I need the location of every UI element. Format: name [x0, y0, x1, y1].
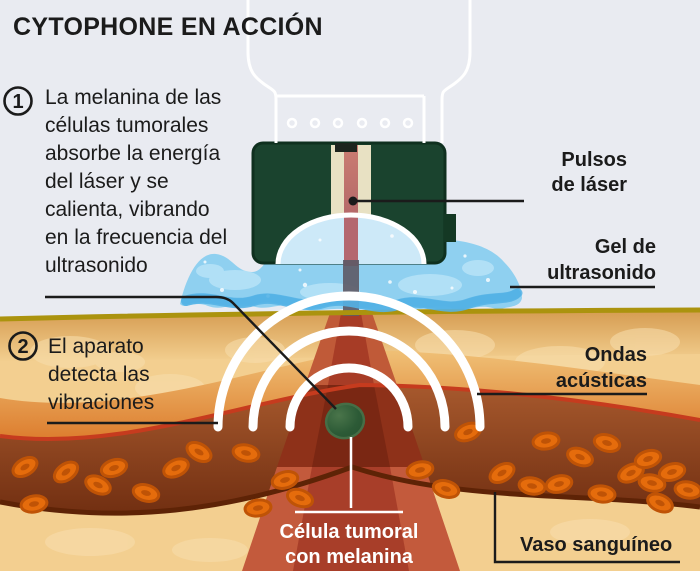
blood-cell	[405, 460, 435, 480]
blood-cell	[646, 492, 674, 514]
step-1-circle	[3, 86, 33, 116]
blood-cell	[673, 480, 700, 500]
beam-deep-inner	[293, 467, 409, 571]
label-waves: Ondas	[585, 344, 647, 366]
step-2-line: detecta las	[48, 363, 150, 386]
blood-cell	[231, 443, 261, 463]
label-tumor-cell: Célula tumoral	[280, 521, 419, 543]
blood-cell	[587, 484, 617, 504]
pointer-lines	[45, 199, 680, 564]
wave-arc	[285, 363, 413, 432]
blood-cell	[488, 462, 516, 484]
device-upper-outline	[246, 0, 472, 143]
blood-cell	[637, 473, 667, 493]
blood-cell	[431, 479, 461, 499]
blood-cell	[162, 457, 190, 479]
step-1-line: del láser y se	[45, 170, 169, 193]
blood-cell	[285, 487, 315, 509]
wave-arc	[213, 291, 485, 432]
vent-holes	[286, 117, 414, 129]
label-gel: Gel de	[595, 236, 656, 258]
step-1-line: absorbe la energía	[45, 142, 220, 165]
skin-blotches	[30, 328, 680, 562]
label-laser-pulses: de láser	[551, 174, 627, 196]
step-1: 1 La melanina de las células tumorales a…	[3, 86, 227, 277]
blood-cell	[544, 474, 574, 494]
blood-cell	[52, 460, 80, 484]
dome-rim	[275, 212, 427, 265]
pointer-tumor-cell	[295, 437, 403, 514]
vessel-top-edge	[0, 382, 700, 442]
tumor-cell	[324, 402, 366, 440]
step-1-line: calienta, vibrando	[45, 198, 210, 221]
step-1-line: células tumorales	[45, 114, 208, 137]
blood-cell	[131, 483, 161, 503]
acoustic-waves	[213, 291, 485, 432]
blood-cell	[566, 446, 594, 468]
step-1-number: 1	[12, 91, 23, 113]
gel-dome	[203, 212, 490, 316]
blood-cell	[84, 474, 112, 496]
step-1-line: ultrasonido	[45, 254, 148, 277]
blood-cell	[633, 448, 663, 470]
channel-cap	[335, 143, 357, 152]
blood-cells	[11, 421, 700, 518]
label-laser-pulses: Pulsos	[561, 149, 627, 171]
blood-cell	[243, 498, 273, 518]
side-labels: Pulsos de láser Gel de ultrasonido Ondas…	[520, 149, 672, 556]
pointer-step1	[45, 295, 337, 410]
page-title: CYTOPHONE EN ACCIÓN	[13, 11, 323, 41]
gel-bubbles	[203, 234, 490, 300]
label-vessel: Vaso sanguíneo	[520, 534, 672, 556]
pointer-vessel	[493, 492, 680, 564]
blood-cell	[185, 441, 213, 463]
blood-cell	[531, 431, 561, 451]
step-2: 2 El aparato detecta las vibraciones	[8, 331, 154, 414]
label-waves: acústicas	[556, 370, 647, 392]
laser-pointer-dot	[348, 196, 358, 206]
step-2-circle	[8, 331, 38, 361]
tumor-cell-label: Célula tumoral con melanina	[280, 521, 419, 568]
blood-cell	[99, 457, 129, 479]
laser-beam-dome	[344, 214, 358, 266]
label-gel: ultrasonido	[547, 262, 656, 284]
blood-cell	[11, 456, 39, 478]
vessel-halo	[0, 350, 700, 440]
device-side-tab	[444, 214, 456, 242]
step-2-number: 2	[17, 336, 28, 358]
blood-cell	[19, 494, 49, 514]
blood-cell	[657, 462, 687, 482]
blood-cell	[270, 470, 300, 490]
wave-arc	[248, 326, 450, 432]
step-1-line: La melanina de las	[45, 86, 221, 109]
step-1-line: en la frecuencia del	[45, 226, 227, 249]
step-2-line: El aparato	[48, 335, 144, 358]
step-2-line: vibraciones	[48, 391, 154, 414]
blood-cell	[517, 476, 547, 496]
skin-surface-line	[0, 307, 700, 322]
blood-cell	[592, 433, 622, 453]
label-tumor-cell: con melanina	[285, 546, 414, 568]
gel-wave-front	[181, 289, 521, 313]
